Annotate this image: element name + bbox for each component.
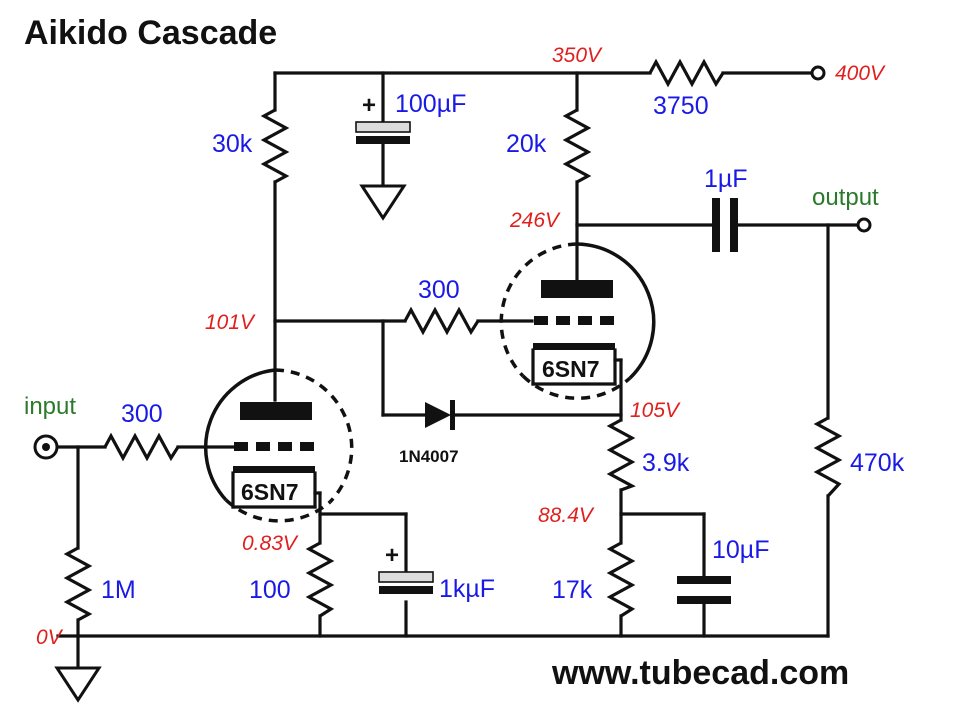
diode-1n4007 <box>425 400 455 430</box>
label-r-input-leak: 1M <box>101 576 136 604</box>
tube-lower-6sn7 <box>203 368 354 523</box>
label-r-supply: 3750 <box>653 92 709 120</box>
ground-symbol-filter <box>359 184 407 221</box>
label-r-plate-load: 20k <box>506 130 547 158</box>
label-output: output <box>812 184 879 211</box>
label-r-grid-input: 300 <box>121 400 163 428</box>
label-r-divider-bottom: 17k <box>552 576 593 604</box>
label-r-bias-top: 30k <box>212 130 253 158</box>
resistor-3750 <box>648 58 725 88</box>
resistor-300-input <box>103 432 180 462</box>
resistor-300-upper <box>403 306 480 336</box>
label-c-cathode-bypass: 1kµF <box>439 575 495 603</box>
voltage-upper-plate: 246V <box>509 209 561 232</box>
voltage-divider-tap: 88.4V <box>538 504 595 527</box>
resistor-20k <box>562 108 592 184</box>
capacitor-1uf <box>712 198 738 252</box>
label-r-output-leak: 470k <box>850 449 905 477</box>
capacitor-100uf: + <box>355 92 411 144</box>
label-tube-lower: 6SN7 <box>241 479 299 505</box>
resistor-470k <box>813 416 843 498</box>
label-c-filter: 100µF <box>395 90 466 118</box>
voltage-rail: 350V <box>552 44 603 67</box>
svg-text:+: + <box>362 92 376 119</box>
resistor-30k <box>260 108 290 184</box>
label-r-grid-upper: 300 <box>418 276 460 304</box>
voltage-ground: 0V <box>36 626 64 649</box>
label-c-coupling: 1µF <box>704 165 748 193</box>
supply-terminal <box>810 65 826 81</box>
resistor-100 <box>305 541 335 618</box>
label-tube-upper: 6SN7 <box>542 356 600 382</box>
voltage-lower-cathode: 0.83V <box>242 532 299 555</box>
resistor-17k <box>606 541 636 618</box>
resistor-1m <box>63 546 93 622</box>
output-terminal <box>856 217 872 233</box>
label-r-cathode-lower: 100 <box>249 576 291 604</box>
label-diode: 1N4007 <box>399 447 459 466</box>
label-input: input <box>24 393 76 420</box>
resistor-3-9k <box>606 418 636 492</box>
label-r-cathode-upper: 3.9k <box>642 449 690 477</box>
label-c-divider-bypass: 10µF <box>712 536 769 564</box>
schematic-title: Aikido Cascade <box>24 14 277 52</box>
voltage-supply: 400V <box>835 62 886 85</box>
capacitor-1kuf: + <box>378 542 434 594</box>
input-jack <box>33 434 59 460</box>
svg-text:+: + <box>385 542 399 569</box>
voltage-upper-cathode: 105V <box>630 399 681 422</box>
website-url: www.tubecad.com <box>551 654 849 692</box>
capacitor-10uf <box>677 576 731 604</box>
ground-symbol-main <box>54 666 102 703</box>
tube-upper-6sn7 <box>499 242 656 400</box>
voltage-lower-plate: 101V <box>205 311 256 334</box>
